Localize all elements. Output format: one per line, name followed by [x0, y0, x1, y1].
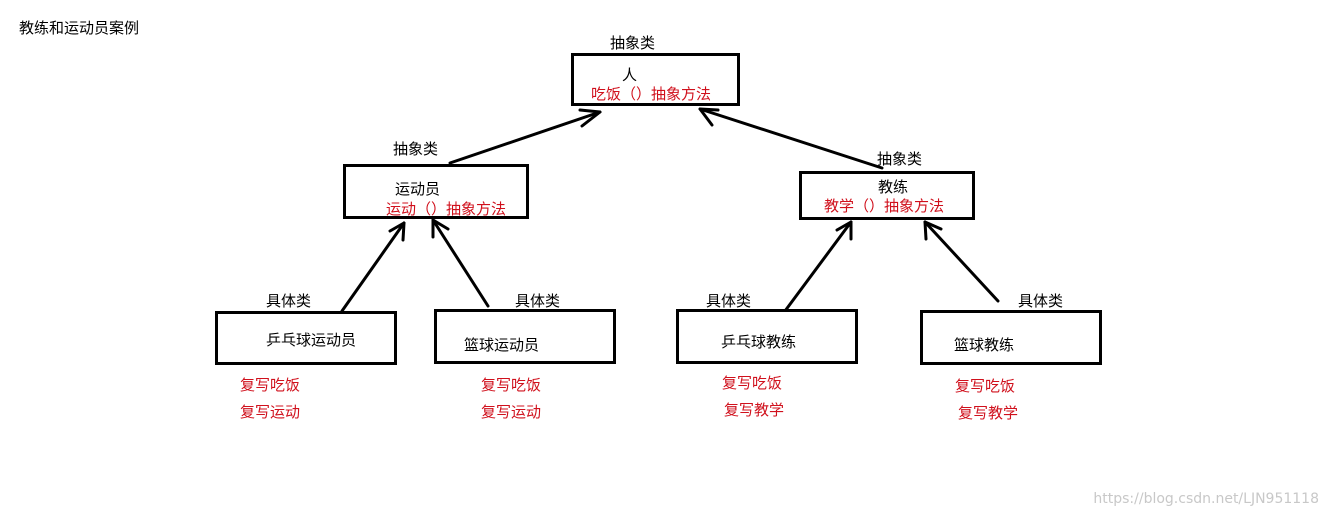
pp-coach-class-name: 乒乓球教练 [721, 333, 797, 351]
bb-coach-kind-label: 具体类 [1018, 292, 1064, 310]
pp-coach-override-teach: 复写教学 [724, 401, 785, 419]
pp-athlete-override-eat: 复写吃饭 [240, 376, 301, 394]
bb-coach-override-eat: 复写吃饭 [955, 377, 1016, 395]
athlete-class-name: 运动员 [395, 180, 441, 198]
arrow-coach-to-person [698, 107, 884, 170]
bb-athlete-override-eat: 复写吃饭 [481, 376, 542, 394]
athlete-class-box [343, 164, 529, 219]
bb-athlete-override-sport: 复写运动 [481, 403, 542, 421]
source-watermark: https://blog.csdn.net/LJN951118 [1093, 491, 1319, 507]
arrow-athlete-to-person [448, 108, 602, 165]
bb-athlete-class-name: 篮球运动员 [464, 336, 540, 354]
arrow-pp-athlete-to-athlete [340, 221, 406, 313]
pp-athlete-class-box [215, 311, 397, 365]
bb-athlete-class-box [434, 309, 616, 364]
coach-class-name: 教练 [878, 178, 909, 196]
athlete-method: 运动（）抽象方法 [386, 200, 507, 218]
arrow-pp-coach-to-coach [783, 220, 853, 313]
bb-coach-class-box [920, 310, 1102, 365]
person-kind-label: 抽象类 [610, 34, 656, 52]
pp-athlete-class-name: 乒乓球运动员 [266, 331, 357, 349]
coach-class-box [799, 171, 975, 220]
pp-coach-class-box [676, 309, 858, 364]
coach-method: 教学（）抽象方法 [824, 197, 945, 215]
arrow-bb-athlete-to-athlete [431, 218, 490, 308]
athlete-kind-label: 抽象类 [393, 140, 439, 158]
pp-athlete-kind-label: 具体类 [266, 292, 312, 310]
arrow-bb-coach-to-coach [923, 220, 1000, 303]
person-class-name: 人 [622, 66, 638, 84]
pp-coach-override-eat: 复写吃饭 [722, 374, 783, 392]
pp-athlete-override-sport: 复写运动 [240, 403, 301, 421]
coach-kind-label: 抽象类 [877, 150, 923, 168]
pp-coach-kind-label: 具体类 [706, 292, 752, 310]
person-method: 吃饭（）抽象方法 [591, 85, 712, 103]
bb-athlete-kind-label: 具体类 [515, 292, 561, 310]
bb-coach-class-name: 篮球教练 [954, 336, 1015, 354]
person-class-box [571, 53, 740, 106]
diagram-title: 教练和运动员案例 [19, 19, 140, 37]
bb-coach-override-teach: 复写教学 [958, 404, 1019, 422]
